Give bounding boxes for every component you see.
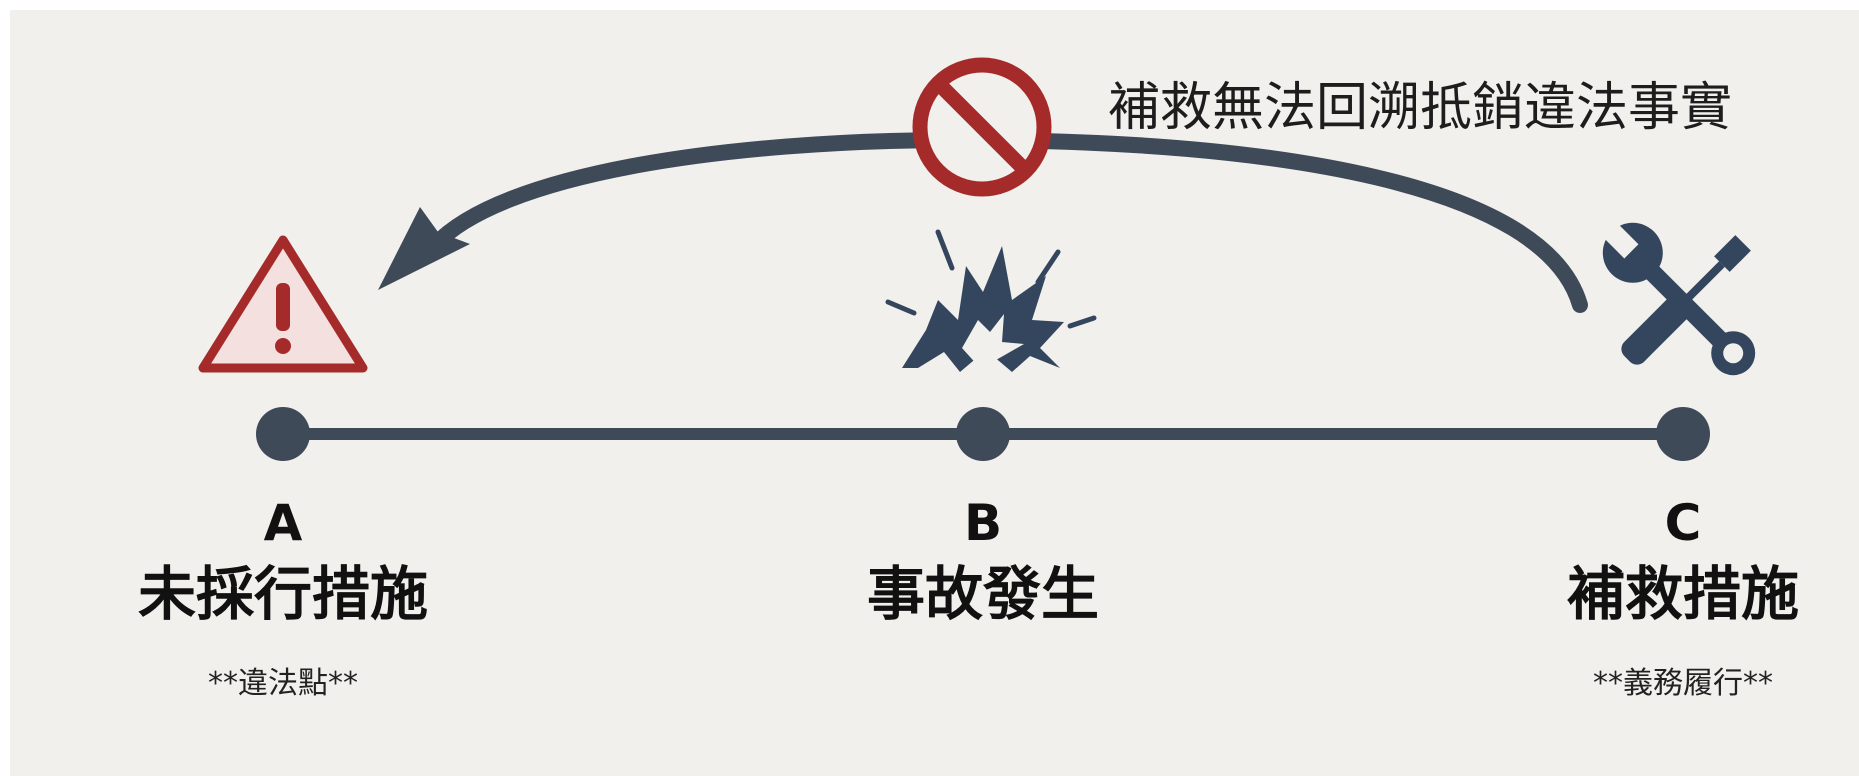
- point-a-title: 未採行措施: [137, 560, 428, 628]
- point-b-title: 事故發生: [866, 560, 1099, 628]
- point-c-note: **義務履行**: [1593, 666, 1773, 701]
- timeline-node-c: [1656, 407, 1710, 461]
- explosion-icon: [885, 229, 1097, 372]
- prohibited-icon: [912, 57, 1052, 197]
- warning-icon: [198, 235, 368, 373]
- point-a-note: **違法點**: [208, 666, 358, 701]
- point-c-title: 補救措施: [1566, 560, 1799, 628]
- timeline-node-a: [256, 407, 310, 461]
- point-c-letter: C: [1664, 494, 1702, 552]
- point-a-letter: A: [263, 494, 303, 552]
- tools-icon: [1600, 220, 1756, 376]
- point-b-letter: B: [963, 494, 1003, 552]
- arrow-caption: 補救無法回溯抵銷違法事實: [1108, 78, 1733, 138]
- timeline-node-b: [956, 407, 1010, 461]
